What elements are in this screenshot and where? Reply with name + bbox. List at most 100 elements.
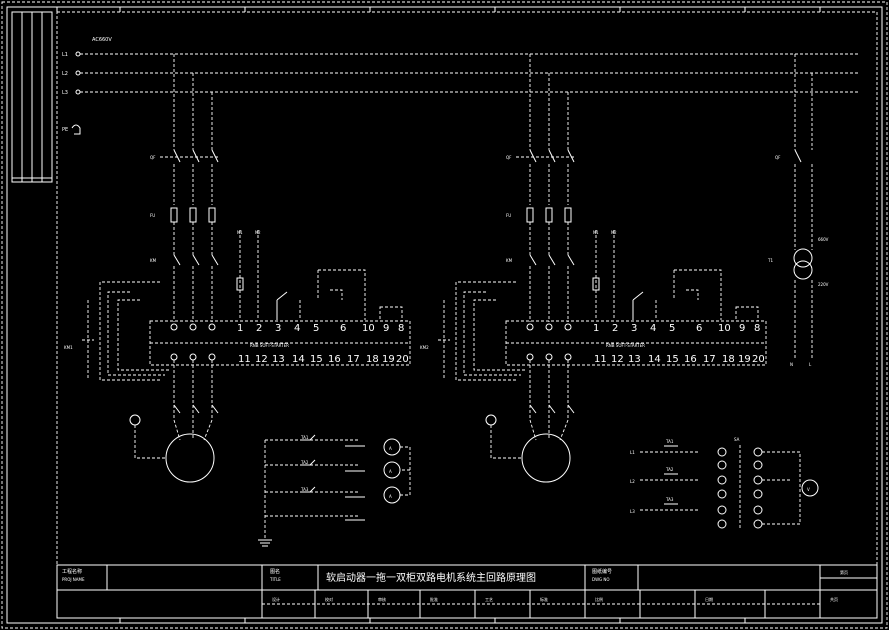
pe-label: PE <box>62 127 68 133</box>
svg-text:TA3: TA3 <box>300 487 309 492</box>
row2-label-6: 标准 <box>540 596 548 602</box>
terminal-3: 3 <box>275 323 281 334</box>
terminal-r-18: 18 <box>722 354 735 365</box>
svg-text:KM: KM <box>150 258 157 263</box>
row2-label-5: 工艺 <box>485 597 493 602</box>
terminal-r-8: 8 <box>754 323 760 334</box>
terminal-15: 15 <box>310 354 323 365</box>
drawing-title-label-en: TITLE <box>269 577 281 582</box>
transformer-label: T1 <box>767 258 773 263</box>
svg-text:N2: N2 <box>255 230 261 235</box>
motor-left <box>165 433 215 483</box>
terminal-4: 4 <box>294 323 300 334</box>
svg-text:L1: L1 <box>630 450 635 455</box>
svg-text:TA2: TA2 <box>300 460 309 465</box>
meter-circuit-left: TA1 TA2 TA3 A A A <box>258 434 411 547</box>
title-block: 工程名称 PROJ NAME 图名 TITLE 软启动器一拖一双柜双路电机系统主… <box>56 564 878 619</box>
drawing-no-label-en: DWG NO <box>592 577 610 582</box>
terminal-r-4: 4 <box>650 323 656 334</box>
svg-text:L3: L3 <box>630 509 635 514</box>
meter-ta3: TA3 <box>665 497 674 502</box>
svg-text:L: L <box>809 362 812 367</box>
svg-text:KM: KM <box>506 258 513 263</box>
terminal-1: 1 <box>237 323 243 334</box>
left-motor-circuit: QF FU KM KM1 RNB SOFT-STARTER 1 2 3 4 <box>64 54 411 483</box>
svg-text:N: N <box>790 362 793 367</box>
project-name-label: 工程名称 <box>62 568 82 575</box>
svg-text:QF: QF <box>775 155 781 160</box>
terminal-r-19: 19 <box>738 354 751 365</box>
terminal-20: 20 <box>396 354 409 365</box>
terminal-r-10: 10 <box>718 323 731 334</box>
svg-text:N2: N2 <box>611 230 617 235</box>
inner-frame <box>56 11 878 619</box>
right-motor-circuit: QF FU KM KM2 RNB SOFT-STARTER 1 2 3 4 5 … <box>420 54 767 483</box>
meter-circuit-right: L1 L2 L3 TA1 TA2 TA3 SA V <box>630 437 819 530</box>
terminal-10: 10 <box>362 323 375 334</box>
terminal-r-17: 17 <box>703 354 716 365</box>
control-transformer: QF 660V 220V T1 N L <box>767 54 829 367</box>
svg-text:FU: FU <box>506 213 511 218</box>
phase-label-l2: L2 <box>62 71 68 77</box>
border-frame <box>6 6 883 624</box>
row2-label-2: 校对 <box>325 596 333 602</box>
row2-label-1: 设计 <box>272 596 280 602</box>
row2-label-3: 审核 <box>378 596 386 602</box>
svg-text:KM2: KM2 <box>420 345 429 350</box>
project-name-label-en: PROJ NAME <box>62 577 85 582</box>
selector-label: SA <box>734 437 740 442</box>
svg-text:L2: L2 <box>630 479 635 484</box>
phase-buses: AC660V L1 L2 L3 PE <box>62 37 858 135</box>
sheet-label: 第页 <box>840 569 848 575</box>
transformer-primary: 660V <box>818 237 829 242</box>
svg-text:RNB SOFT-STARTER: RNB SOFT-STARTER <box>606 343 645 348</box>
terminal-2: 2 <box>256 323 262 334</box>
zone-ticks <box>56 7 821 623</box>
terminal-8: 8 <box>398 323 404 334</box>
row2-label-7: 比例 <box>595 596 603 602</box>
terminal-r-14: 14 <box>648 354 661 365</box>
svg-text:N1: N1 <box>237 230 243 235</box>
drawing-no-label: 图纸编号 <box>592 568 612 575</box>
terminal-r-13: 13 <box>628 354 641 365</box>
terminal-r-15: 15 <box>666 354 679 365</box>
terminal-6: 6 <box>340 323 346 334</box>
svg-text:A: A <box>389 446 392 451</box>
terminal-9: 9 <box>383 323 389 334</box>
meter-ta2: TA2 <box>665 467 674 472</box>
terminal-11: 11 <box>238 354 251 365</box>
drawing-title: 软启动器一拖一双柜双路电机系统主回路原理图 <box>326 571 536 584</box>
terminal-16: 16 <box>328 354 341 365</box>
transformer-secondary: 220V <box>818 282 829 287</box>
row2-label-9: 共页 <box>830 596 838 602</box>
terminal-18: 18 <box>366 354 379 365</box>
phase-label-l1: L1 <box>62 52 68 58</box>
terminal-r-1: 1 <box>593 323 599 334</box>
terminal-r-20: 20 <box>752 354 765 365</box>
row2-label-4: 批准 <box>430 596 438 602</box>
svg-text:N1: N1 <box>593 230 599 235</box>
terminal-14: 14 <box>292 354 305 365</box>
terminal-19: 19 <box>382 354 395 365</box>
terminal-r-3: 3 <box>631 323 637 334</box>
voltage-label: AC660V <box>92 37 112 43</box>
svg-text:RNB SOFT-STARTER: RNB SOFT-STARTER <box>250 343 289 348</box>
svg-text:V: V <box>807 487 810 492</box>
meter-ta1: TA1 <box>665 439 674 444</box>
terminal-12: 12 <box>255 354 268 365</box>
svg-text:TA1: TA1 <box>300 435 309 440</box>
row2-label-8: 日期 <box>705 596 713 602</box>
terminal-5: 5 <box>313 323 319 334</box>
svg-text:KM1: KM1 <box>64 345 73 350</box>
terminal-r-16: 16 <box>684 354 697 365</box>
svg-text:QF: QF <box>506 155 512 160</box>
terminal-r-5: 5 <box>669 323 675 334</box>
terminal-13: 13 <box>272 354 285 365</box>
terminal-r-9: 9 <box>739 323 745 334</box>
terminal-r-12: 12 <box>611 354 624 365</box>
phase-label-l3: L3 <box>62 90 68 96</box>
svg-text:FU: FU <box>150 213 155 218</box>
revision-table <box>11 11 53 183</box>
terminal-r-2: 2 <box>612 323 618 334</box>
